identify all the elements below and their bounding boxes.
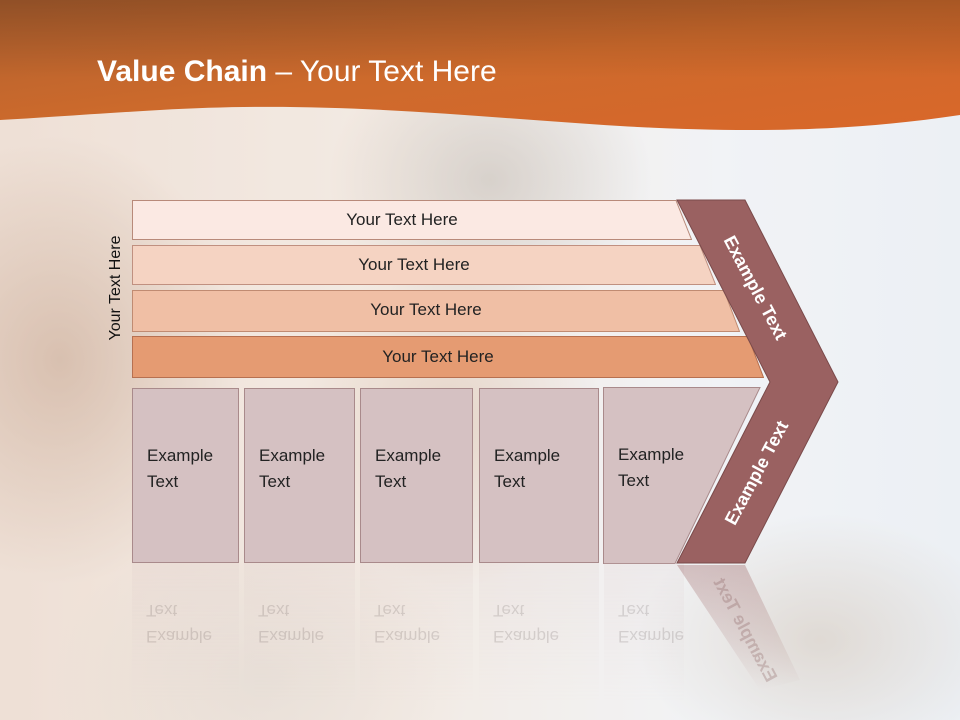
- activity-box-3: Example Text: [360, 388, 473, 563]
- box-text-line2: Text: [618, 471, 650, 490]
- bar-label: Your Text Here: [370, 300, 482, 319]
- activity-box-5-shape: [603, 387, 761, 564]
- activity-box-5: Example Text: [604, 388, 684, 494]
- bar-row-2: Your Text Here: [132, 245, 716, 285]
- bar-label: Your Text Here: [382, 347, 494, 366]
- bar-label: Your Text Here: [346, 210, 458, 229]
- title-banner: [0, 0, 960, 131]
- activity-box-2: Example Text: [244, 388, 355, 563]
- activity-box-1: Example Text: [132, 388, 239, 563]
- slide-title-bold: Value Chain: [97, 55, 268, 88]
- box-text-line1: Example: [375, 446, 442, 465]
- activity-box-4: Example Text: [479, 388, 599, 563]
- slide-title: Value Chain – Your Text Here: [97, 55, 497, 89]
- box-text-line1: Example: [259, 446, 326, 465]
- box-text-line2: Text: [375, 472, 407, 491]
- bar-row-1: Your Text Here: [132, 200, 692, 240]
- box-text-line2: Text: [147, 472, 179, 491]
- box-text-line1: Example: [618, 445, 685, 464]
- bar-row-4: Your Text Here: [132, 336, 764, 378]
- bar-label: Your Text Here: [358, 255, 470, 274]
- box-text-line1: Example: [494, 446, 561, 465]
- box-text-line2: Text: [259, 472, 291, 491]
- box-text-line2: Text: [494, 472, 526, 491]
- box-text-line1: Example: [147, 446, 214, 465]
- bar-row-3: Your Text Here: [132, 290, 740, 332]
- slide-title-rest: – Your Text Here: [267, 55, 497, 88]
